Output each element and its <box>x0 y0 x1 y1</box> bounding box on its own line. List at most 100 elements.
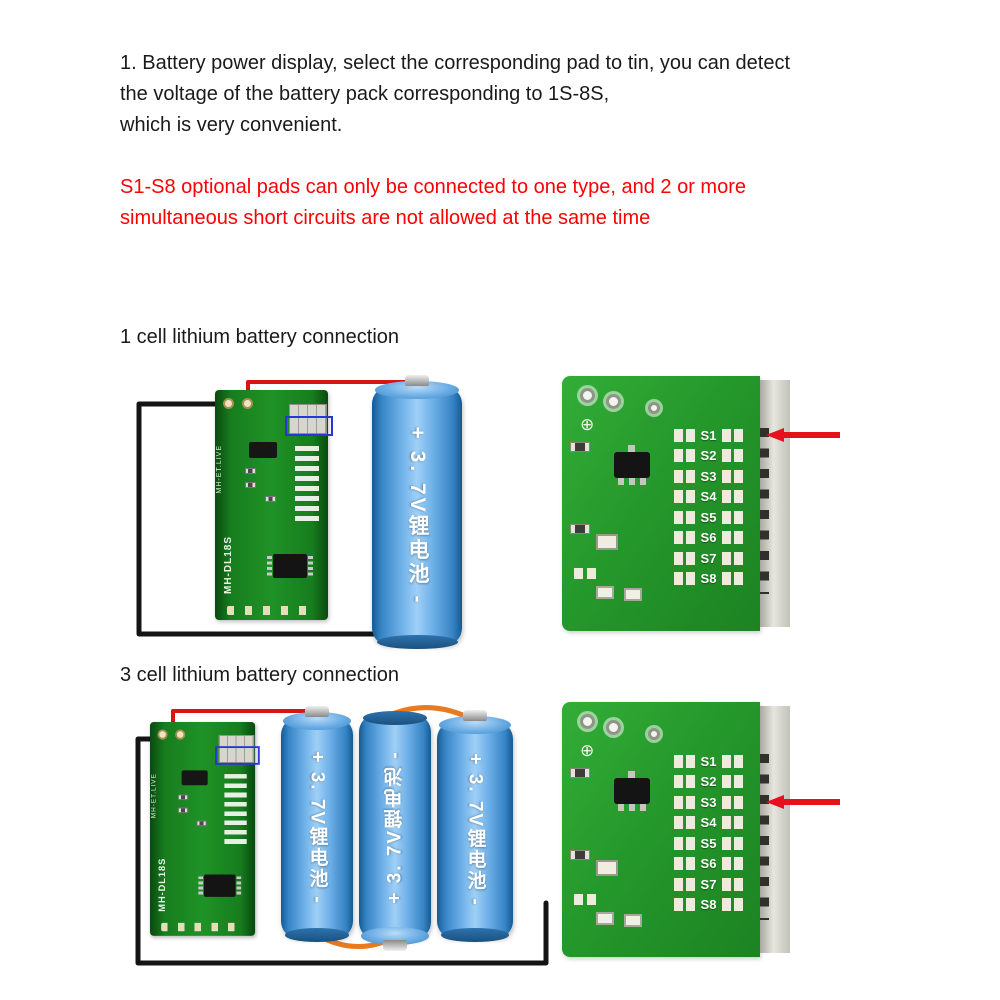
pad-row-s1: S1 <box>674 428 743 443</box>
pad-row-s4: S4 <box>674 814 743 830</box>
battery-cap <box>439 716 511 734</box>
smd-resistor <box>570 442 590 452</box>
smd-resistor <box>570 850 590 860</box>
battery-label: + 3. 7V锂电池 - <box>306 751 328 905</box>
battery-positive-terminal <box>305 706 329 717</box>
mounting-hole <box>580 388 595 403</box>
pad-label: S3 <box>700 468 717 484</box>
led-bar-display <box>218 735 255 763</box>
fiducial-mark: ⊕ <box>580 741 595 760</box>
highlight-box <box>285 416 333 436</box>
warning-line-1: S1-S8 optional pads can only be connecte… <box>120 176 746 198</box>
smd-resistor <box>570 524 590 534</box>
smd-resistor <box>177 794 189 801</box>
pad-row-s8: S8 <box>674 571 743 586</box>
wire-pad-positive <box>242 398 253 409</box>
mounting-hole <box>606 394 621 409</box>
board-brand-text: MH-ET.LIVE <box>216 445 223 494</box>
battery-bottom <box>376 635 458 649</box>
smd-resistor <box>196 820 207 827</box>
highlight-box <box>215 746 260 765</box>
intro-line-3: which is very convenient. <box>120 114 343 136</box>
battery-cap <box>283 712 351 730</box>
pad-row-s3: S3 <box>674 794 743 810</box>
sot23-transistor <box>614 771 650 811</box>
battery-label: + 3. 7V锂电池 - <box>384 750 406 904</box>
mounting-hole <box>648 402 660 414</box>
battery-positive-terminal <box>405 375 429 386</box>
lithium-battery-2c: + 3. 7V锂电池 - <box>437 710 513 942</box>
soic8-chip <box>267 554 313 578</box>
pad-row-s3: S3 <box>674 468 743 484</box>
lithium-battery-1: + 3. 7V锂电池 - <box>372 375 462 649</box>
board-brand-text: MH-ET.LIVE <box>150 773 158 819</box>
through-hole-row <box>161 922 243 932</box>
pad-label: S4 <box>700 814 717 830</box>
selection-arrow-s1 <box>766 428 840 442</box>
pad-label: S5 <box>700 509 717 525</box>
pad-row-s4: S4 <box>674 488 743 504</box>
pcb-board: ⊕ S1 S2 S3 S4 S5 S6 S7 S8 <box>562 376 760 631</box>
pad-row-s5: S5 <box>674 509 743 525</box>
arrow-shape <box>766 428 840 442</box>
board-model-text: MH-DL18S <box>223 535 234 594</box>
smd-resistor <box>265 496 276 502</box>
mounting-hole <box>580 714 595 729</box>
smd-ic <box>181 770 208 786</box>
fiducial-mark: ⊕ <box>580 415 595 434</box>
led-bar-display <box>289 404 327 434</box>
pad-label: S7 <box>700 876 717 892</box>
pad-label: S6 <box>700 855 717 871</box>
intro-line-2: the voltage of the battery pack correspo… <box>120 83 610 105</box>
wire-pad-negative <box>157 729 168 740</box>
lithium-battery-2a: + 3. 7V锂电池 - <box>281 706 353 942</box>
pad-label: S3 <box>700 794 717 810</box>
selection-pad-grid <box>224 774 247 847</box>
pad-row-s1: S1 <box>674 753 743 769</box>
through-hole-row <box>227 606 315 615</box>
pad-label: S4 <box>700 488 717 504</box>
pad-label: S8 <box>700 896 717 912</box>
arrow-shape <box>766 795 840 809</box>
battery-positive-terminal <box>463 710 487 721</box>
pad-label: S2 <box>700 773 717 789</box>
pcb-closeup-2: ⊕ S1 S2 S3 S4 S5 S6 S7 S8 <box>562 702 842 957</box>
pcb-board: ⊕ S1 S2 S3 S4 S5 S6 S7 S8 <box>562 702 760 957</box>
battery-label: + 3. 7V锂电池 - <box>406 426 429 606</box>
pad-row-s7: S7 <box>674 550 743 566</box>
sot23-transistor <box>614 445 650 485</box>
pad-row-s2: S2 <box>674 447 743 463</box>
pad-label: S1 <box>700 753 717 769</box>
smd-component <box>596 534 618 550</box>
battery-bottom <box>362 711 428 725</box>
battery-label: + 3. 7V锂电池 - <box>464 753 486 907</box>
pad-row-s8: S8 <box>674 896 743 912</box>
pad-row-s2: S2 <box>674 773 743 789</box>
wire-pad-negative <box>223 398 234 409</box>
mounting-hole <box>648 728 660 740</box>
section-1-heading: 1 cell lithium battery connection <box>120 326 400 348</box>
pad-row-s6: S6 <box>674 855 743 871</box>
pcb-closeup-1: ⊕ S1 S2 S3 S4 S5 S6 S7 S8 <box>562 376 842 631</box>
smd-resistor <box>570 768 590 778</box>
intro-line-1: 1. Battery power display, select the cor… <box>120 52 791 74</box>
battery-bottom <box>440 928 510 942</box>
smd-capacitor <box>624 914 642 927</box>
castellated-pads <box>760 428 769 594</box>
lithium-battery-2b-flipped: + 3. 7V锂电池 - <box>359 711 431 951</box>
pad-label: S7 <box>700 550 717 566</box>
pad-label: S2 <box>700 447 717 463</box>
ground-wire <box>135 736 549 966</box>
selection-pad-grid <box>295 446 319 524</box>
smd-resistor <box>245 468 256 474</box>
battery-positive-terminal <box>383 940 407 951</box>
battery-indicator-module-1: MH-ET.LIVE MH-DL18S <box>215 390 333 620</box>
smd-capacitor <box>596 586 614 599</box>
board-edge <box>760 380 790 627</box>
battery-bottom <box>284 928 350 942</box>
soic8-chip <box>198 874 242 897</box>
solder-pads <box>574 568 596 579</box>
smd-resistor <box>177 807 189 814</box>
pad-row-s6: S6 <box>674 530 743 545</box>
